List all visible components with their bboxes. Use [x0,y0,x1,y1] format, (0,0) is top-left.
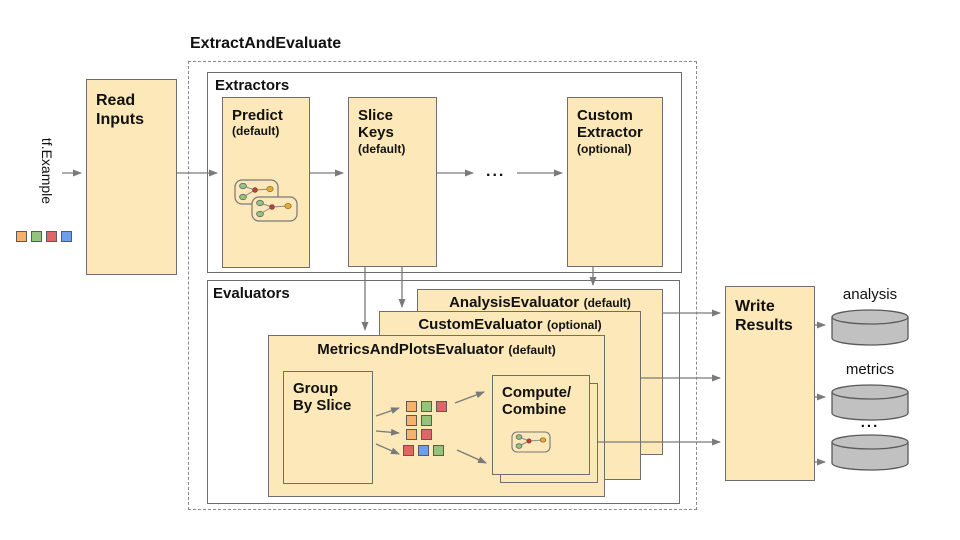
output-analysis-label: analysis [842,286,898,303]
evaluators-label: Evaluators [213,285,290,302]
red-data-square [403,445,414,456]
model-graph-icon [234,179,298,222]
custom-extractor-box: Custom Extractor (optional) [567,97,663,267]
output-analysis: analysis [822,286,918,351]
slice-grid-row [403,445,447,456]
read-inputs-box: Read Inputs [86,79,177,275]
orange-data-square [16,231,27,242]
orange-data-square [406,415,417,426]
orange-data-square [406,401,417,412]
slice-grid-row [406,429,447,440]
red-data-square [421,429,432,440]
blue-data-square [61,231,72,242]
metrics-and-plots-evaluator-label: MetricsAndPlotsEvaluator [317,341,504,358]
tf-example-label: tf.Example [39,137,55,205]
custom-evaluator-label: CustomEvaluator [418,316,543,333]
compute-combine-box: Compute/ Combine [492,375,590,475]
diagram-title: ExtractAndEvaluate [190,35,342,52]
write-results-box: Write Results [725,286,815,481]
green-data-square [421,415,432,426]
extractors-label: Extractors [215,77,290,94]
read-inputs-label-line1: Read [96,92,136,109]
slice-grid-row [406,401,447,412]
slice-grid [403,401,447,456]
analysis-evaluator-label: AnalysisEvaluator [449,294,580,311]
compute-combine-label-line1: Compute/ [502,384,572,401]
write-results-label-line2: Results [735,317,793,335]
custom-extractor-label-line1: Custom [577,107,633,124]
predict-qualifier: (default) [232,124,280,139]
green-data-square [433,445,444,456]
red-data-square [436,401,447,412]
slice-keys-qualifier: (default) [358,141,406,156]
input-squares [16,231,72,242]
output-more: ... [822,414,918,476]
orange-data-square [406,429,417,440]
analysis-evaluator-qualifier: (default) [583,296,631,310]
group-by-slice-box: Group By Slice [283,371,373,484]
output-metrics-label: metrics [845,361,895,378]
green-data-square [421,401,432,412]
output-more-label: ... [860,414,880,431]
extractors-ellipsis: ... [486,163,506,180]
custom-extractor-label-line2: Extractor [577,124,643,142]
green-data-square [31,231,42,242]
slice-keys-extractor-box: Slice Keys (default) [348,97,437,267]
model-graph-icon [511,431,551,453]
evaluators-container [207,280,680,504]
output-metrics: metrics [822,361,918,426]
slice-keys-label-line2: Keys [358,124,394,142]
read-inputs-label-line2: Inputs [96,111,144,129]
custom-extractor-qualifier: (optional) [577,141,632,156]
slice-grid-row [406,415,447,426]
predict-label: Predict [232,107,283,124]
metrics-and-plots-evaluator-qualifier: (default) [508,343,556,357]
database-cylinder-icon [831,309,909,346]
slice-keys-label-line1: Slice [358,107,394,124]
database-cylinder-icon [831,434,909,471]
write-results-label-line1: Write [735,298,775,315]
database-cylinder-icon [831,384,909,421]
group-by-slice-label-line2: By Slice [293,397,352,415]
extract-and-evaluate-boundary [188,61,697,510]
custom-evaluator-qualifier: (optional) [547,318,602,332]
red-data-square [46,231,57,242]
compute-combine-label-line2: Combine [502,401,567,419]
group-by-slice-label-line1: Group [293,380,338,397]
blue-data-square [418,445,429,456]
